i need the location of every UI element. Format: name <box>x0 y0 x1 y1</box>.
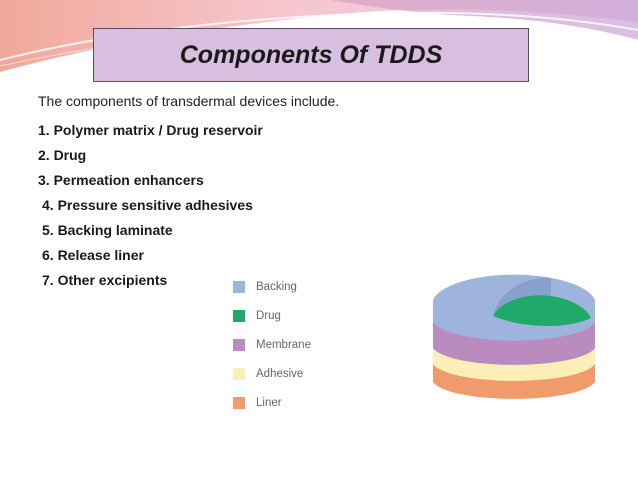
legend-item-liner: Liner <box>233 388 311 417</box>
legend-item-drug: Drug <box>233 301 311 330</box>
layered-patch-illustration <box>433 274 595 399</box>
legend-swatch <box>233 396 245 409</box>
legend-label: Drug <box>256 309 281 322</box>
legend-label: Liner <box>256 396 282 409</box>
legend-swatch <box>233 280 245 293</box>
legend-swatch <box>233 338 245 351</box>
diagram-legend: Backing Drug Membrane Adhesive Liner <box>233 272 311 417</box>
list-item: 1. Polymer matrix / Drug reservoir <box>38 122 263 138</box>
legend-item-backing: Backing <box>233 272 311 301</box>
component-list: 1. Polymer matrix / Drug reservoir 2. Dr… <box>38 118 263 293</box>
tdds-layer-diagram: Backing Drug Membrane Adhesive Liner <box>203 228 638 479</box>
drug-reservoir <box>493 295 591 326</box>
legend-label: Membrane <box>256 338 311 351</box>
cutout-edge <box>493 277 551 316</box>
list-item: 4. Pressure sensitive adhesives <box>42 197 253 213</box>
list-item: 6. Release liner <box>42 247 144 263</box>
legend-label: Adhesive <box>256 367 304 380</box>
legend-item-membrane: Membrane <box>233 330 311 359</box>
list-item: 7. Other excipients <box>42 272 168 288</box>
title-box: Components Of TDDS <box>93 28 529 82</box>
slide-title: Components Of TDDS <box>179 40 443 69</box>
legend-swatch <box>233 367 245 380</box>
legend-swatch <box>233 309 245 322</box>
list-item: 5. Backing laminate <box>42 222 173 238</box>
list-item: 3. Permeation enhancers <box>38 172 204 188</box>
intro-text: The components of transdermal devices in… <box>38 93 340 109</box>
legend-item-adhesive: Adhesive <box>233 359 311 388</box>
list-item: 2. Drug <box>38 147 87 163</box>
legend-label: Backing <box>256 280 297 293</box>
